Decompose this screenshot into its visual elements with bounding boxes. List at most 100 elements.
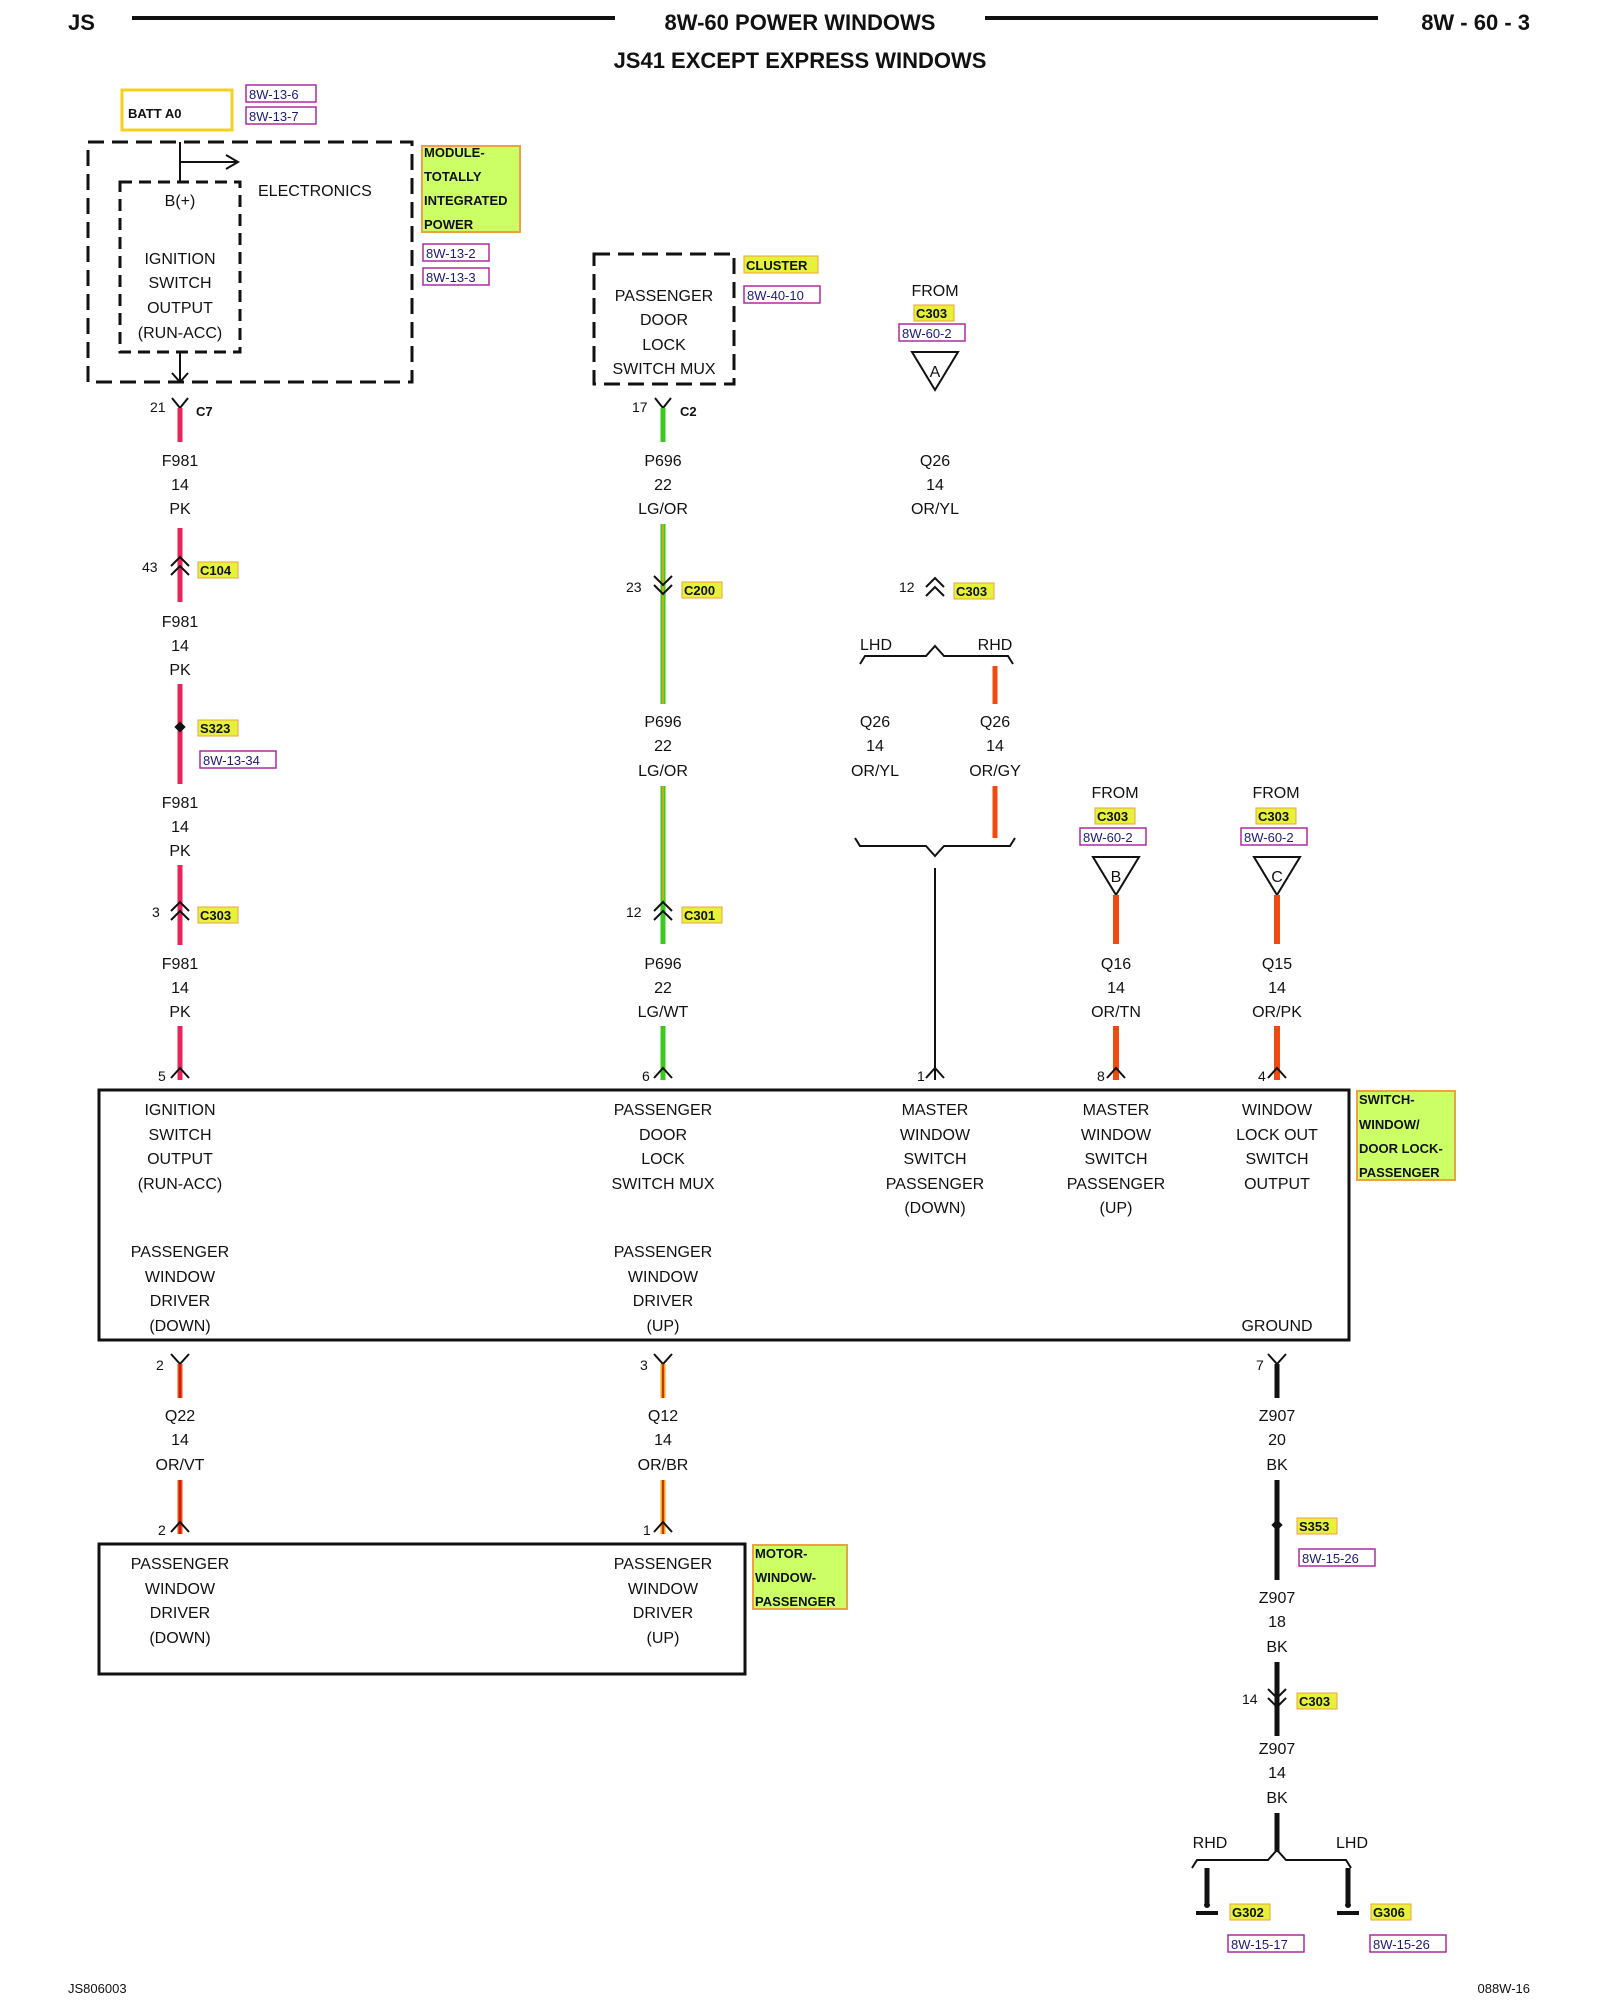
- pin-label: LOCK OUT: [1236, 1127, 1318, 1144]
- wire-gauge: 14: [171, 1432, 189, 1449]
- pin-label: MASTER: [1083, 1102, 1150, 1119]
- motor-pin-label: (DOWN): [149, 1630, 210, 1647]
- tipm-label: POWER: [424, 217, 474, 232]
- module-tipm: B(+) ELECTRONICS IGNITION SWITCH OUTPUT …: [86, 140, 521, 384]
- pin-number: 43: [142, 559, 158, 575]
- wire-code: P696: [644, 714, 681, 731]
- wire-gauge: 14: [171, 477, 189, 494]
- arrow-down-icon: [171, 372, 189, 384]
- pin-label: WINDOW: [1081, 1127, 1152, 1144]
- circuit-q26: FROM C303 8W-60-2 A Q26 14 OR/YL 12 C303…: [851, 283, 1021, 1084]
- wire-gauge: 22: [654, 738, 672, 755]
- pin-number: 2: [158, 1522, 166, 1538]
- from-ref[interactable]: 8W-60-2: [1083, 830, 1133, 845]
- switch-label: WINDOW/: [1359, 1117, 1420, 1132]
- from-label: FROM: [1091, 785, 1138, 802]
- s323-ref[interactable]: 8W-13-34: [203, 753, 260, 768]
- wire-code: Q26: [980, 714, 1010, 731]
- wire-gauge: 20: [1268, 1432, 1286, 1449]
- pin-label: PASSENGER: [614, 1102, 712, 1119]
- lhd-label: LHD: [1336, 1835, 1368, 1852]
- tipm-label: TOTALLY: [424, 169, 482, 184]
- wire-color: OR/PK: [1252, 1004, 1302, 1021]
- pin-number: 5: [158, 1068, 166, 1084]
- batt-label: BATT A0: [128, 106, 181, 121]
- motor-pin-label: DRIVER: [150, 1605, 210, 1622]
- batt-a0: BATT A0 8W-13-6 8W-13-7: [120, 84, 317, 132]
- pin-label: MASTER: [902, 1102, 969, 1119]
- batt-ref-1[interactable]: 8W-13-6: [249, 87, 299, 102]
- from-label: FROM: [911, 283, 958, 300]
- wire-gauge: 22: [654, 980, 672, 997]
- s353-ref[interactable]: 8W-15-26: [1302, 1551, 1359, 1566]
- page-number: 8W - 60 - 3: [1421, 10, 1530, 35]
- cluster-ref[interactable]: 8W-40-10: [747, 288, 804, 303]
- wire-color: OR/YL: [911, 501, 959, 518]
- g302-ref[interactable]: 8W-15-17: [1231, 1937, 1288, 1952]
- wire-color: BK: [1266, 1639, 1288, 1656]
- circuit-f981: 21 C7 F981 14 PK 43 C104 F981 14 PK S323…: [142, 397, 277, 1084]
- page-title: 8W-60 POWER WINDOWS: [665, 10, 936, 35]
- batt-ref-2[interactable]: 8W-13-7: [249, 109, 299, 124]
- pin-number: 7: [1256, 1357, 1264, 1373]
- connector-c7: C7: [196, 404, 213, 419]
- wire-gauge: 14: [171, 980, 189, 997]
- splice-s323: S323: [200, 721, 230, 736]
- wire-code: Q15: [1262, 956, 1292, 973]
- g306-ref[interactable]: 8W-15-26: [1373, 1937, 1430, 1952]
- wire-color: LG/OR: [638, 763, 688, 780]
- wire-gauge: 14: [1268, 980, 1286, 997]
- pin-number: 2: [156, 1357, 164, 1373]
- motor-pin-label: PASSENGER: [614, 1556, 712, 1573]
- pin-label: SWITCH: [903, 1151, 966, 1168]
- pin-number: 3: [640, 1357, 648, 1373]
- footer-left: JS806003: [68, 1981, 127, 1996]
- pin-number: 1: [643, 1522, 651, 1538]
- wire-color: BK: [1266, 1790, 1288, 1807]
- connector-letter: A: [930, 364, 941, 381]
- switch-label: SWITCH-: [1359, 1092, 1415, 1107]
- tipm-ref-1[interactable]: 8W-13-2: [426, 246, 476, 261]
- motor-window-passenger: PASSENGER WINDOW DRIVER (DOWN) PASSENGER…: [97, 1542, 848, 1676]
- pin-number: 6: [642, 1068, 650, 1084]
- circuit-q15: FROM C303 8W-60-2 C Q15 14 OR/PK 4: [1240, 785, 1308, 1084]
- wire-gauge: 18: [1268, 1614, 1286, 1631]
- pin-label: PASSENGER: [614, 1244, 712, 1261]
- header-left: JS: [68, 10, 95, 35]
- motor-label: PASSENGER: [755, 1594, 836, 1609]
- wire-code: Q12: [648, 1408, 678, 1425]
- connector-letter: C: [1271, 869, 1283, 886]
- pin-number: 8: [1097, 1068, 1105, 1084]
- wire-color: LG/OR: [638, 501, 688, 518]
- tipm-ref-2[interactable]: 8W-13-3: [426, 270, 476, 285]
- pin-label: SWITCH: [1245, 1151, 1308, 1168]
- wire-code: Q26: [860, 714, 890, 731]
- switch-label: DOOR LOCK-: [1359, 1141, 1443, 1156]
- pin-number: 3: [152, 904, 160, 920]
- header: JS 8W-60 POWER WINDOWS 8W - 60 - 3 JS41 …: [68, 10, 1530, 73]
- tipm-label: MODULE-: [424, 145, 485, 160]
- pin-label: DRIVER: [633, 1293, 693, 1310]
- from-ref[interactable]: 8W-60-2: [902, 326, 952, 341]
- from-connector: C303: [1258, 809, 1289, 824]
- rhd-label: RHD: [1193, 1835, 1228, 1852]
- wire-gauge: 14: [171, 638, 189, 655]
- connector-c303: C303: [956, 584, 987, 599]
- motor-pin-label: DRIVER: [633, 1605, 693, 1622]
- tipm-inner-text: (RUN-ACC): [138, 325, 222, 342]
- electronics-label: ELECTRONICS: [258, 183, 372, 200]
- pin-label: (DOWN): [904, 1200, 965, 1217]
- pin-label: (UP): [1100, 1200, 1133, 1217]
- motor-pin-label: (UP): [647, 1630, 680, 1647]
- wire-code: F981: [162, 956, 199, 973]
- cluster-text: LOCK: [642, 337, 686, 354]
- motor-pin-label: WINDOW: [145, 1581, 216, 1598]
- connector-c-triangle: [1252, 856, 1302, 897]
- wire-gauge: 14: [654, 1432, 672, 1449]
- from-ref[interactable]: 8W-60-2: [1244, 830, 1294, 845]
- pin-number: 1: [917, 1068, 925, 1084]
- motor-label: MOTOR-: [755, 1546, 807, 1561]
- wire-color: PK: [169, 662, 191, 679]
- from-connector: C303: [1097, 809, 1128, 824]
- wire-gauge: 14: [1107, 980, 1125, 997]
